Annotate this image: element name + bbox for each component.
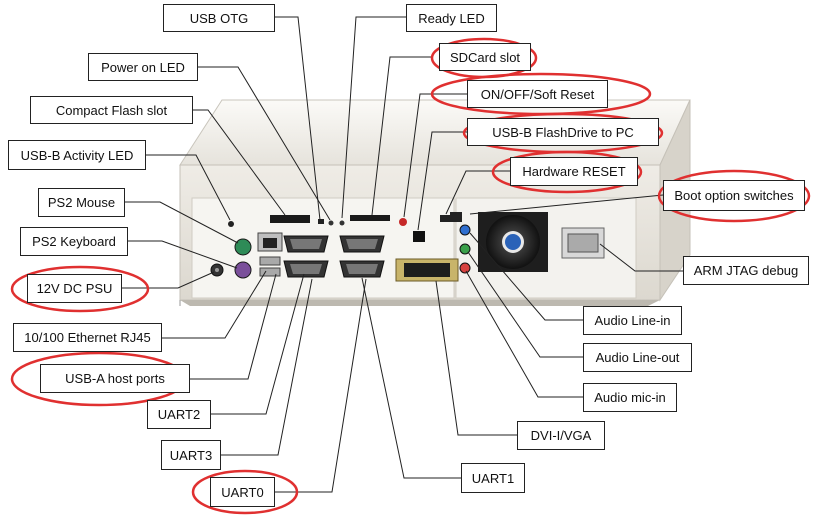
label-dvi-vga: DVI-I/VGA [517, 421, 605, 450]
label-usb-otg: USB OTG [163, 4, 275, 32]
label-audio-mic-in: Audio mic-in [583, 383, 677, 412]
compact-flash-slot [270, 215, 310, 223]
label-usb-a-host-ports: USB-A host ports [40, 364, 190, 393]
on-off-button [399, 218, 407, 226]
highlight-rings [10, 37, 811, 515]
audio-mic-jack [459, 262, 471, 274]
label-on-off-soft-reset: ON/OFF/Soft Reset [467, 80, 608, 108]
label-ps2-mouse: PS2 Mouse [38, 188, 125, 217]
usb-a-port-1 [259, 256, 281, 266]
label-ps2-keyboard: PS2 Keyboard [20, 227, 128, 256]
uart-connector [339, 260, 385, 278]
label-usb-b-flashdrive: USB-B FlashDrive to PC [467, 118, 659, 146]
label-ethernet-rj45: 10/100 Ethernet RJ45 [13, 323, 162, 352]
usb-a-port-2 [259, 267, 281, 277]
highlight-ring [657, 169, 811, 223]
usb-activity-led [228, 221, 234, 227]
label-boot-option-switches: Boot option switches [663, 180, 805, 211]
uart-connector [339, 235, 385, 253]
label-sdcard-slot: SDCard slot [439, 43, 531, 71]
power-on-led [328, 220, 334, 226]
label-12v-dc-psu: 12V DC PSU [27, 274, 122, 303]
label-audio-line-in: Audio Line-in [583, 306, 682, 335]
label-uart1: UART1 [461, 463, 525, 493]
label-ready-led: Ready LED [406, 4, 497, 32]
label-arm-jtag-debug: ARM JTAG debug [683, 256, 809, 285]
ports [210, 212, 605, 282]
leader-lines [122, 16, 683, 493]
audio-line-in-jack [459, 224, 471, 236]
highlight-ring [491, 150, 643, 194]
uart-connector [283, 235, 329, 253]
ready-led [339, 220, 345, 226]
audio-line-out-jack [459, 243, 471, 255]
label-uart3: UART3 [161, 440, 221, 470]
cooling-fan [478, 212, 548, 272]
label-audio-line-out: Audio Line-out [583, 343, 692, 372]
ps2-keyboard-port [234, 261, 252, 279]
highlight-ring [10, 265, 150, 313]
label-usb-b-activity-led: USB-B Activity LED [8, 140, 146, 170]
label-uart2: UART2 [147, 400, 211, 429]
boot-switches [450, 212, 462, 222]
label-compact-flash-slot: Compact Flash slot [30, 96, 193, 124]
ps2-mouse-port [234, 238, 252, 256]
highlight-ring [191, 469, 299, 515]
hardware-reset-button [440, 215, 450, 222]
usb-b-port [413, 231, 425, 242]
label-hardware-reset: Hardware RESET [510, 157, 638, 186]
uart-connector [283, 260, 329, 278]
label-power-on-led: Power on LED [88, 53, 198, 81]
label-uart0: UART0 [210, 477, 275, 507]
jtag-connector [561, 227, 605, 259]
usb-otg-port [318, 219, 324, 224]
sdcard-slot [350, 215, 390, 221]
dvi-connector [395, 258, 459, 282]
